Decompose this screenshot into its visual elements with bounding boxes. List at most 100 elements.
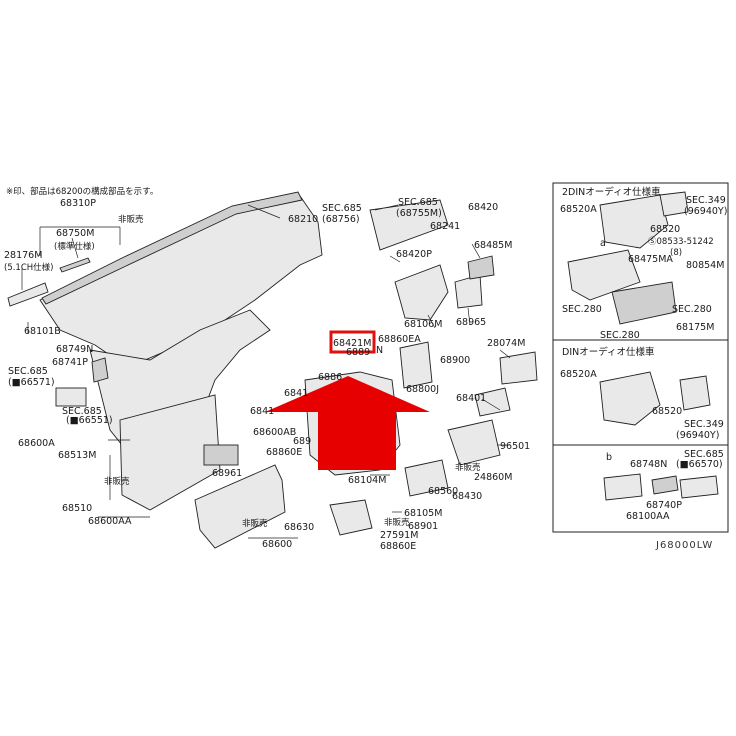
cluster-lid xyxy=(369,199,449,251)
label-68401: 68401 xyxy=(456,393,486,404)
label-68860e-x: 68860E xyxy=(266,447,302,458)
label-68750m: 68750M xyxy=(56,228,94,239)
switch-panel-96940y xyxy=(659,191,689,217)
leader-lines xyxy=(21,204,511,539)
center-trim xyxy=(394,264,449,321)
label-96501: 96501 xyxy=(500,441,530,452)
label-6895x: 689 xyxy=(293,436,311,447)
label-68600aa: 68600AA xyxy=(88,516,132,527)
label-not-sold-4: 非販売 xyxy=(384,517,410,528)
label-68600ab: 68600AB xyxy=(253,427,296,438)
vent-66571 xyxy=(55,387,87,407)
label-68749n: 68749N xyxy=(56,344,93,355)
inset-din-68520a: 68520A xyxy=(560,369,597,380)
label-28176m: 28176M xyxy=(4,250,42,261)
tray-96501 xyxy=(447,419,501,466)
label-68800j: 68800J xyxy=(406,384,439,395)
inset-din-sec349: SEC.349 xyxy=(684,419,724,430)
inset-2din-title: 2DINオーディオ仕様車 xyxy=(562,186,661,198)
pocket-68560 xyxy=(404,459,449,497)
label-68510: 68510 xyxy=(62,503,92,514)
inset-din-96940y: (96940Y) xyxy=(676,430,719,441)
label-68741p: 68741P xyxy=(52,357,88,368)
side-part-68965 xyxy=(454,274,483,309)
inset-small-sec685: SEC.685 xyxy=(684,449,724,460)
inset-small-68100aa: 68100AA xyxy=(626,511,670,522)
label-68900: 68900 xyxy=(440,355,470,366)
label-68101b: 68101B xyxy=(24,326,61,337)
inset-2din-a: a xyxy=(600,238,606,249)
label-68106m: 68106M xyxy=(404,319,442,330)
inset-2din-sec280-a: SEC.280 xyxy=(562,304,602,315)
label-standard-spec: (標準仕様) xyxy=(54,241,95,252)
din-bezel-68520 xyxy=(599,371,661,426)
unit-28074m xyxy=(499,351,538,385)
label-68241: 68241 xyxy=(430,221,460,232)
label-66571: (■66571) xyxy=(8,377,55,388)
label-68756: (68756) xyxy=(322,214,360,225)
label-5-1ch-spec: (5.1CH仕様) xyxy=(4,262,53,273)
label-68485m: 68485M xyxy=(474,240,512,251)
label-6841x-1: 6841 xyxy=(284,388,308,399)
cover-28176m xyxy=(7,282,49,307)
label-68513m: 68513M xyxy=(58,450,96,461)
inset-small-frame xyxy=(552,444,729,533)
glove-box xyxy=(194,464,286,549)
lower-panel-left xyxy=(119,394,221,511)
label-27591m: 27591M xyxy=(380,530,418,541)
inset-small-b: b xyxy=(606,452,612,463)
label-6886x: 6886 xyxy=(318,372,342,383)
vent-68485m xyxy=(467,255,495,280)
panel-68900 xyxy=(399,341,433,389)
label-68630: 68630 xyxy=(284,522,314,533)
label-68421m: 68421M xyxy=(333,338,371,349)
label-not-sold-5: 非販売 xyxy=(242,518,268,529)
label-68420p: 68420P xyxy=(396,249,432,260)
label-24860m: 24860M xyxy=(474,472,512,483)
label-28074m: 28074M xyxy=(487,338,525,349)
inset-din-title: DINオーディオ仕様車 xyxy=(562,346,655,358)
label-68310p: 68310P xyxy=(60,198,96,209)
strip-68750m xyxy=(59,257,91,273)
label-68560: 68560 xyxy=(428,486,458,497)
inset-small-68748n: 68748N xyxy=(630,459,667,470)
inset-din-68520: 68520 xyxy=(652,406,682,417)
inset-small-68740p: 68740P xyxy=(646,500,682,511)
label-68961: 68961 xyxy=(212,468,242,479)
part-68740p xyxy=(651,475,679,495)
label-68901: 68901 xyxy=(408,521,438,532)
label-sec685-d: SEC.685 xyxy=(398,197,438,208)
vent-66570 xyxy=(679,475,719,499)
label-6841x-2: 6841 xyxy=(250,406,274,417)
part-68741p xyxy=(91,357,109,383)
label-68860ea: 68860EA xyxy=(378,334,421,345)
label-sec685-b: SEC.685 xyxy=(62,406,102,417)
label-sec685-c: SEC.685 xyxy=(322,203,362,214)
inset-2din-08533: Ⓢ08533-51242 xyxy=(648,237,714,247)
inset-2din-68520: 68520 xyxy=(650,224,680,235)
inset-2din-96940y: (96940Y) xyxy=(684,206,727,217)
inset-2din-68475ma: 68475MA xyxy=(628,254,673,265)
label-68420: 68420 xyxy=(468,202,498,213)
label-68210: 68210 xyxy=(288,214,318,225)
box-68961 xyxy=(203,444,239,466)
label-66551: (■66551) xyxy=(66,415,113,426)
inset-2din-68175m: 68175M xyxy=(676,322,714,333)
pointer-arrow xyxy=(265,376,430,470)
label-68104m: 68104M xyxy=(348,475,386,486)
label-68600a: 68600A xyxy=(18,438,55,449)
inset-2din-80854m: 80854M xyxy=(686,260,724,271)
switch-panel-68401 xyxy=(474,387,511,417)
inset-2din-8: (8) xyxy=(670,248,682,258)
inset-small-66570: (■66570) xyxy=(676,459,723,470)
label-68965: 68965 xyxy=(456,317,486,328)
label-68105m: 68105M xyxy=(404,508,442,519)
module-68901 xyxy=(329,499,373,536)
inset-2din-sec280-b: SEC.280 xyxy=(672,304,712,315)
label-not-sold-3: 非販売 xyxy=(455,462,481,473)
label-68860e: 68860E xyxy=(380,541,416,552)
label-68430: 68430 xyxy=(452,491,482,502)
label-not-sold-2: 非販売 xyxy=(104,476,130,487)
